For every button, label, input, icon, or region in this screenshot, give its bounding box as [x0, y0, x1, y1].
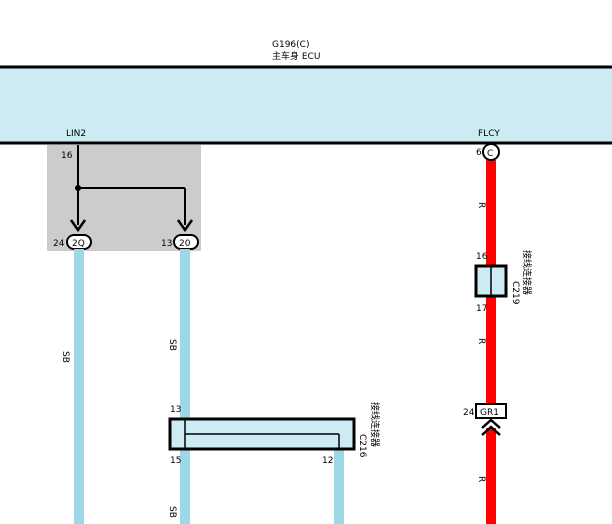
chevron-up-icon — [481, 425, 501, 436]
c216-id: C216 — [357, 434, 367, 458]
ecu-block — [0, 67, 612, 143]
terminal-c-pin: 6 — [476, 148, 482, 158]
ecu-code: G196(C) — [272, 40, 309, 50]
shaded-splice-area — [47, 145, 201, 251]
c216-pin-12: 12 — [322, 456, 333, 466]
terminal-2q-label: 2Q — [72, 239, 85, 249]
terminal-2q-pin: 24 — [53, 239, 65, 249]
pin-label-lin2: LIN2 — [66, 129, 86, 139]
c216-pin-13: 13 — [170, 405, 181, 415]
gr1-label: GR1 — [480, 408, 499, 418]
terminal-20-label: 20 — [179, 239, 191, 249]
wire-color-r-1: R — [476, 202, 486, 208]
chevron-up-icon — [481, 418, 501, 429]
wire-sb-left — [74, 249, 84, 524]
wire-color-r-2: R — [476, 338, 486, 344]
pin-lin2-number: 16 — [61, 151, 73, 161]
wire-r-segment-2 — [486, 296, 496, 404]
terminal-20-pin: 13 — [161, 239, 172, 249]
c219-pin-16: 16 — [476, 252, 488, 262]
terminal-c-label: C — [487, 149, 493, 159]
terminal-c — [482, 143, 500, 161]
arrow-down-icon — [176, 219, 194, 233]
wire-color-r-3: R — [476, 476, 486, 482]
connector-gr1 — [475, 403, 507, 419]
c216-pin-15: 15 — [170, 456, 181, 466]
pin-label-flcy: FLCY — [478, 129, 500, 139]
wire-color-sb-middle: SB — [167, 339, 177, 351]
c219-name: 接线连接器 — [521, 250, 533, 295]
c216-name: 接线连接器 — [369, 402, 381, 447]
c219-pin-17: 17 — [476, 304, 487, 314]
ecu-name: 主车身 ECU — [272, 50, 320, 62]
wire-sb-middle — [180, 249, 190, 524]
wire-color-sb-bottom: SB — [167, 506, 177, 518]
c219-id: C219 — [510, 281, 520, 305]
wire-sb-right — [334, 449, 344, 524]
gr1-pin: 24 — [463, 408, 475, 418]
wire-color-sb-left: SB — [60, 351, 70, 363]
wire-r-segment-1 — [486, 160, 496, 266]
arrow-down-icon — [69, 219, 87, 233]
splice-dot — [75, 185, 81, 191]
wire-r-segment-3 — [486, 428, 496, 524]
